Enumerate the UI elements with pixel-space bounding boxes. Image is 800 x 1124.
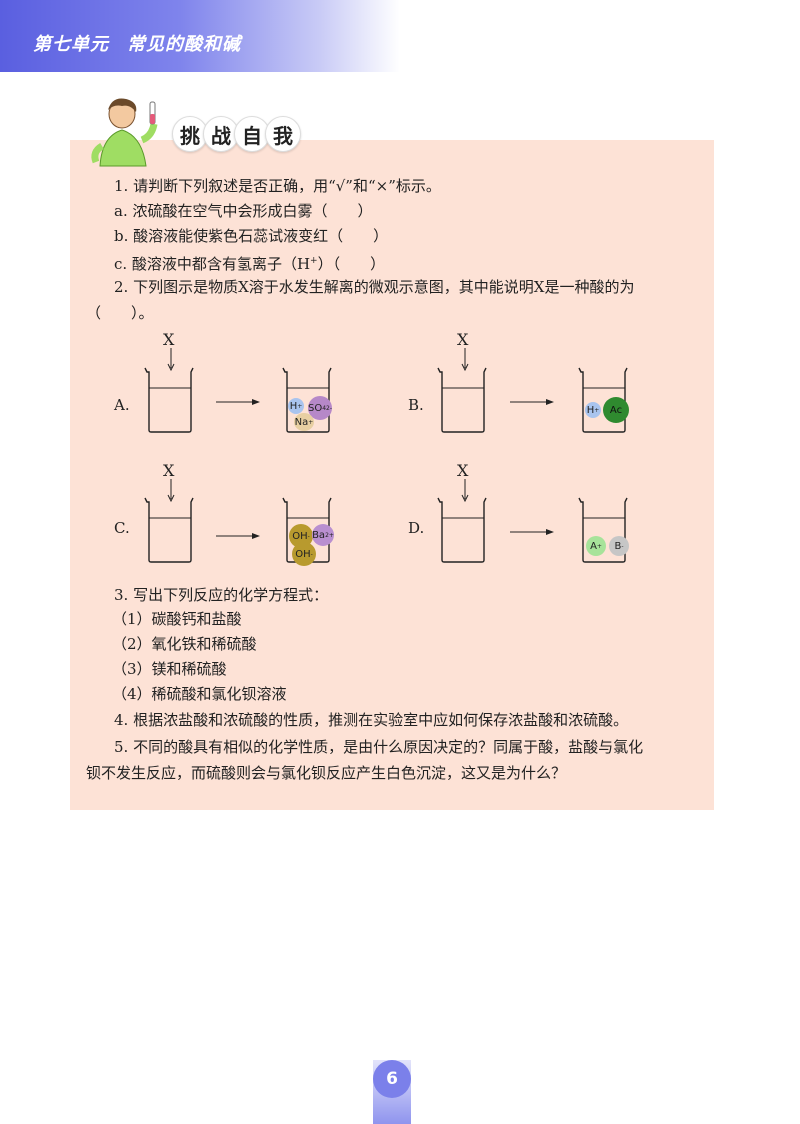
diagram-b-down-arrow bbox=[461, 348, 469, 372]
diagram-b-beaker-after bbox=[578, 367, 628, 433]
student-illustration bbox=[91, 98, 158, 167]
challenge-panel bbox=[70, 140, 714, 810]
question-1c: c. 酸溶液中都含有氢离子（H+）（ ） bbox=[114, 251, 385, 274]
question-4: 4. 根据浓盐酸和浓硫酸的性质，推测在实验室中应如何保存浓盐酸和浓硫酸。 bbox=[114, 711, 629, 729]
diagram-a-x-label: X bbox=[163, 330, 175, 349]
ion-d-cation: A+ bbox=[586, 536, 606, 556]
unit-number: 第七单元 bbox=[33, 34, 109, 55]
question-3-3: （3）镁和稀硫酸 bbox=[112, 660, 227, 678]
unit-title: 常见的酸和碱 bbox=[127, 34, 241, 55]
diagram-a-arrow bbox=[216, 399, 260, 405]
diagram-a-down-arrow bbox=[167, 348, 175, 372]
question-1a: a. 浓硫酸在空气中会形成白雾（ ） bbox=[114, 202, 373, 220]
ion-b-hydrogen: H+ bbox=[585, 402, 601, 418]
page-number-tab: 6 bbox=[373, 1060, 411, 1124]
question-1c-sup: + bbox=[310, 256, 318, 266]
option-b-label: B. bbox=[408, 396, 424, 414]
diagram-d-beaker-before bbox=[437, 497, 487, 563]
option-d-label: D. bbox=[408, 519, 425, 537]
ion-d-anion: B- bbox=[609, 536, 629, 556]
diagram-b-arrow bbox=[510, 399, 554, 405]
question-2-line1: 2. 下列图示是物质X溶于水发生解离的微观示意图，其中能说明X是一种酸的为 bbox=[114, 278, 635, 296]
diagram-c-down-arrow bbox=[167, 479, 175, 503]
diagram-c-arrow bbox=[216, 533, 260, 539]
ion-b-acetate: Ac bbox=[603, 397, 629, 423]
page-number: 6 bbox=[373, 1060, 411, 1098]
diagram-d-beaker-after bbox=[578, 497, 628, 563]
question-1: 1. 请判断下列叙述是否正确，用“√”和“×”标示。 bbox=[114, 177, 441, 195]
diagram-c-beaker-after bbox=[282, 497, 332, 563]
diagram-a-beaker-after bbox=[282, 367, 332, 433]
ion-a-hydrogen: H+ bbox=[288, 398, 304, 414]
ion-c-hydroxide-2: OH- bbox=[292, 542, 316, 566]
badge-char-2: 战 bbox=[203, 116, 239, 152]
diagram-a-beaker-before bbox=[144, 367, 194, 433]
question-2-line2: （ ）。 bbox=[86, 304, 154, 322]
question-1c-pre: c. 酸溶液中都含有氢离子（H bbox=[114, 255, 311, 273]
diagram-d-arrow bbox=[510, 529, 554, 535]
question-3-1: （1）碳酸钙和盐酸 bbox=[112, 610, 242, 628]
question-3-2: （2）氧化铁和稀硫酸 bbox=[112, 635, 257, 653]
unit-header-banner: 第七单元常见的酸和碱 bbox=[0, 0, 400, 72]
question-5-line2: 钡不发生反应，而硫酸则会与氯化钡反应产生白色沉淀，这又是为什么？ bbox=[86, 764, 567, 782]
badge-char-4: 我 bbox=[265, 116, 301, 152]
section-badge: 挑 战 自 我 bbox=[172, 112, 312, 158]
question-1b: b. 酸溶液能使紫色石蕊试液变红（ ） bbox=[114, 227, 389, 245]
question-5-line1: 5. 不同的酸具有相似的化学性质，是由什么原因决定的？同属于酸，盐酸与氯化 bbox=[114, 738, 644, 756]
ion-a-sodium: Na+ bbox=[294, 413, 314, 431]
diagram-d-x-label: X bbox=[457, 461, 469, 480]
diagram-c-x-label: X bbox=[163, 461, 175, 480]
question-3: 3. 写出下列反应的化学方程式： bbox=[114, 586, 329, 604]
diagram-b-x-label: X bbox=[457, 330, 469, 349]
diagram-c-beaker-before bbox=[144, 497, 194, 563]
question-3-4: （4）稀硫酸和氯化钡溶液 bbox=[112, 685, 287, 703]
option-a-label: A. bbox=[114, 396, 130, 414]
unit-header-text: 第七单元常见的酸和碱 bbox=[33, 30, 241, 56]
diagram-b-beaker-before bbox=[437, 367, 487, 433]
diagram-d-down-arrow bbox=[461, 479, 469, 503]
option-c-label: C. bbox=[114, 519, 130, 537]
question-1c-post: ）（ ） bbox=[317, 255, 386, 273]
